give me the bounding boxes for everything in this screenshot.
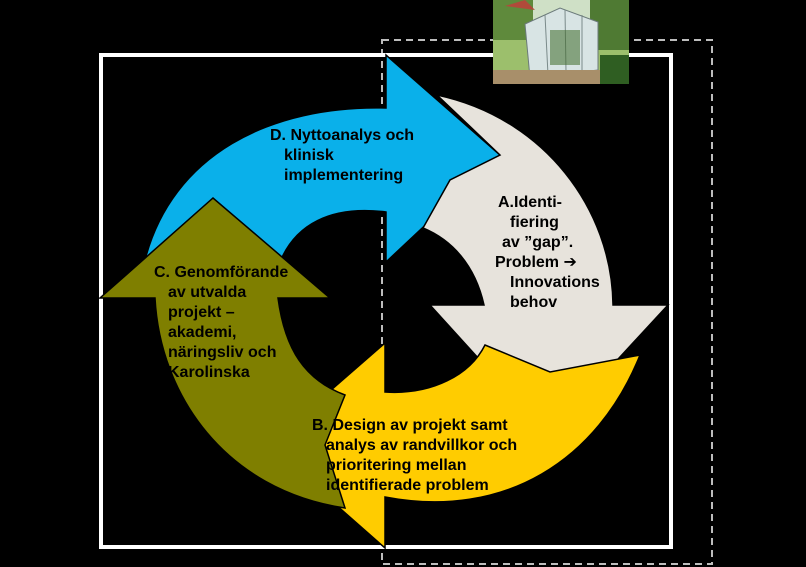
step-c-line: C. Genomförande [154,264,289,281]
step-a-line: av ”gap”. [502,234,574,251]
step-c-line: Karolinska [168,364,250,381]
step-c-line: projekt – [168,304,235,321]
step-a-line: Problem ➔ [495,254,577,271]
step-b-label: B. Design av projekt samt analys av rand… [312,416,517,496]
greenhouse-photo [493,0,629,84]
step-d-line: klinisk [284,147,334,164]
step-c-line: av utvalda [168,284,247,301]
arrow-d [143,53,502,264]
step-c-line: näringsliv och [168,344,277,361]
step-a-line: behov [510,294,558,311]
arrow-b [266,341,642,550]
step-d-label: D. Nyttoanalys och klinisk implementerin… [270,126,414,186]
step-d-line: implementering [284,167,404,184]
step-c-label: C. Genomförande av utvalda projekt – aka… [154,263,288,383]
step-b-line: prioritering mellan [326,457,467,474]
step-b-line: analys av randvillkor och [326,437,518,454]
step-a-line: Innovations [510,274,600,291]
step-b-line: identifierade problem [326,477,489,494]
outer-dashed-frame [381,39,713,565]
step-b-line: B. Design av projekt samt [312,417,508,434]
arrow-c [98,197,347,509]
step-a-line: A.Identi- [498,194,562,211]
step-d-line: D. Nyttoanalys och [270,127,415,144]
step-a-line: fiering [510,214,559,231]
step-a-label: A.Identi- fiering av ”gap”. Problem ➔ In… [495,193,600,313]
step-c-line: akademi, [168,324,237,341]
